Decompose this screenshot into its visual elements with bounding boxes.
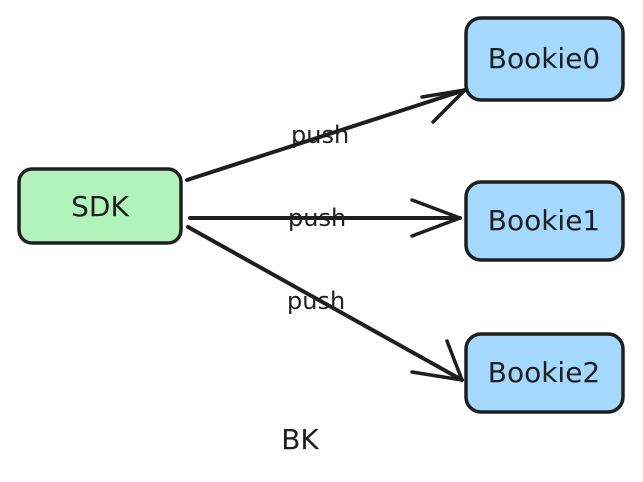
node-label-bookie2: Bookie2 <box>488 356 601 389</box>
diagram-caption: BK <box>281 423 319 456</box>
edge-sdk-bookie2 <box>186 225 464 382</box>
edge-label-push-0: push <box>291 121 349 149</box>
edge-label-push-1: push <box>288 204 346 232</box>
node-box <box>464 332 625 414</box>
node-box <box>17 167 183 245</box>
edge-line <box>186 225 464 382</box>
edge-line <box>185 88 467 182</box>
node-box <box>464 180 625 262</box>
edge-label-push-2: push <box>287 287 345 315</box>
arrow-head <box>410 198 462 238</box>
node-sdk: SDK <box>17 167 183 245</box>
node-label-bookie0: Bookie0 <box>488 42 601 75</box>
edge-sdk-bookie1 <box>188 198 462 238</box>
arrow-head <box>420 88 467 124</box>
node-box <box>464 16 625 102</box>
node-label-sdk: SDK <box>71 190 129 223</box>
node-bookie1: Bookie1 <box>464 180 625 262</box>
node-label-bookie1: Bookie1 <box>488 204 601 237</box>
node-bookie0: Bookie0 <box>464 16 625 102</box>
node-bookie2: Bookie2 <box>464 332 625 414</box>
arrow-head <box>410 339 464 382</box>
